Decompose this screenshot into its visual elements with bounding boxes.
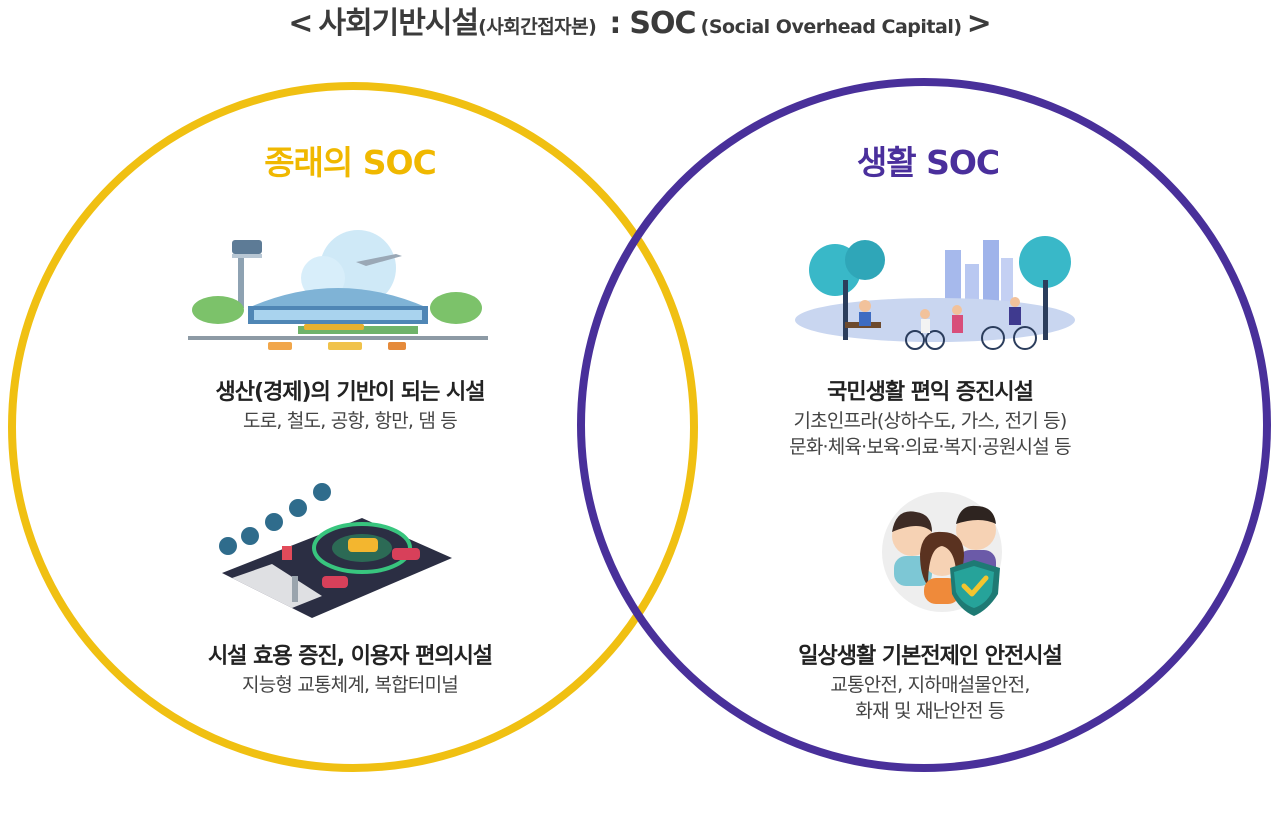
- right-block1-desc2: 문화·체육·보육·의료·복지·공원시설 등: [789, 436, 1071, 458]
- airport-illustration: [188, 230, 488, 350]
- title-paren-en: (Social Overhead Capital): [700, 16, 962, 38]
- title-separator: :: [609, 6, 622, 41]
- title-main: 사회기반시설: [318, 6, 479, 41]
- right-block2-desc1: 교통안전, 지하매설물안전,: [830, 674, 1030, 696]
- title-close-bracket: >: [966, 6, 992, 41]
- right-block-convenience: 국민생활 편익 증진시설 기초인프라(상하수도, 가스, 전기 등) 문화·체육…: [680, 378, 1180, 460]
- title-abbr: SOC: [629, 6, 696, 41]
- left-block-production: 생산(경제)의 기반이 되는 시설 도로, 철도, 공항, 항만, 댐 등: [100, 378, 600, 434]
- title-paren-kr: (사회간접자본): [478, 16, 597, 38]
- right-circle: [577, 78, 1271, 772]
- right-heading: 생활 SOC: [856, 143, 1000, 182]
- left-block1-title: 생산(경제)의 기반이 되는 시설: [215, 380, 486, 405]
- family-safety-illustration: [882, 492, 1002, 616]
- left-heading: 종래의 SOC: [264, 143, 437, 182]
- park-illustration: [795, 236, 1075, 350]
- right-block1-desc1: 기초인프라(상하수도, 가스, 전기 등): [793, 410, 1068, 432]
- left-block2-title: 시설 효용 증진, 이용자 편의시설: [207, 644, 493, 669]
- left-block-efficiency: 시설 효용 증진, 이용자 편의시설 지능형 교통체계, 복합터미널: [100, 642, 600, 698]
- left-block1-desc: 도로, 철도, 공항, 항만, 댐 등: [243, 410, 458, 432]
- smart-traffic-illustration: [219, 483, 452, 618]
- right-block1-title: 국민생활 편익 증진시설: [827, 380, 1034, 405]
- left-block2-desc: 지능형 교통체계, 복합터미널: [242, 674, 459, 696]
- page-title: < 사회기반시설(사회간접자본) :SOC (Social Overhead C…: [0, 2, 1280, 46]
- right-block-safety: 일상생활 기본전제인 안전시설 교통안전, 지하매설물안전, 화재 및 재난안전…: [680, 642, 1180, 724]
- right-block2-title: 일상생활 기본전제인 안전시설: [798, 644, 1062, 669]
- title-open-bracket: <: [288, 6, 314, 41]
- right-block2-desc2: 화재 및 재난안전 등: [855, 700, 1005, 722]
